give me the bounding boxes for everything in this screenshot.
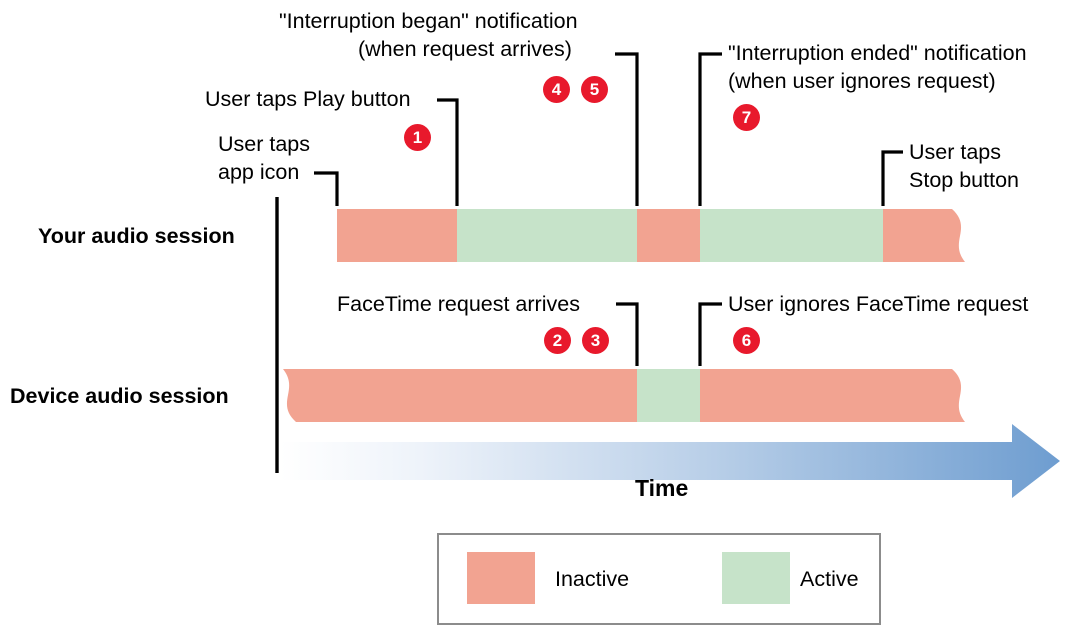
leader-user-taps-stop xyxy=(881,150,903,206)
badge-1: 1 xyxy=(404,124,431,151)
legend-swatch-active xyxy=(722,552,790,604)
annotation-user-taps-play: User taps Play button xyxy=(205,87,411,111)
leader-interruption-began xyxy=(615,52,639,206)
annotation-facetime-request-arrives: FaceTime request arrives xyxy=(337,292,580,316)
annotation-interruption-began-line2: (when request arrives) xyxy=(358,37,572,61)
legend-label-active: Active xyxy=(800,567,859,591)
badge-5: 5 xyxy=(581,76,608,103)
badge-6: 6 xyxy=(733,327,760,354)
annotation-user-taps-stop-line1: User taps xyxy=(909,140,1002,164)
timeline-bar-device-audio-session xyxy=(283,369,965,422)
badge-2: 2 xyxy=(544,327,571,354)
badge-7: 7 xyxy=(733,104,760,131)
legend-swatch-inactive xyxy=(467,552,535,604)
row-label-device-audio-session: Device audio session xyxy=(10,384,229,408)
annotation-user-taps-app-icon-line1: User taps xyxy=(218,132,311,156)
legend-label-inactive: Inactive xyxy=(555,567,630,591)
annotation-interruption-ended-line2: (when user ignores request) xyxy=(728,69,996,93)
annotation-interruption-began-line1: "Interruption began" notification xyxy=(279,9,578,33)
badge-3: 3 xyxy=(582,327,609,354)
leader-user-taps-app-icon xyxy=(314,171,339,206)
badge-4: 4 xyxy=(543,76,570,103)
annotation-user-taps-stop-line2: Stop button xyxy=(909,168,1019,192)
leader-facetime-request-arrives xyxy=(616,302,639,366)
annotation-user-ignores-facetime: User ignores FaceTime request xyxy=(728,292,1029,316)
timeline-bar-your-audio-session xyxy=(337,209,965,262)
time-axis-label: Time xyxy=(635,475,689,501)
leader-interruption-ended xyxy=(698,52,722,206)
leader-user-ignores-facetime xyxy=(698,302,722,366)
leader-user-taps-play xyxy=(437,98,459,206)
row-label-your-audio-session: Your audio session xyxy=(38,224,235,248)
annotation-user-taps-app-icon-line2: app icon xyxy=(218,160,300,184)
legend xyxy=(437,533,881,625)
annotation-interruption-ended-line1: "Interruption ended" notification xyxy=(728,41,1027,65)
